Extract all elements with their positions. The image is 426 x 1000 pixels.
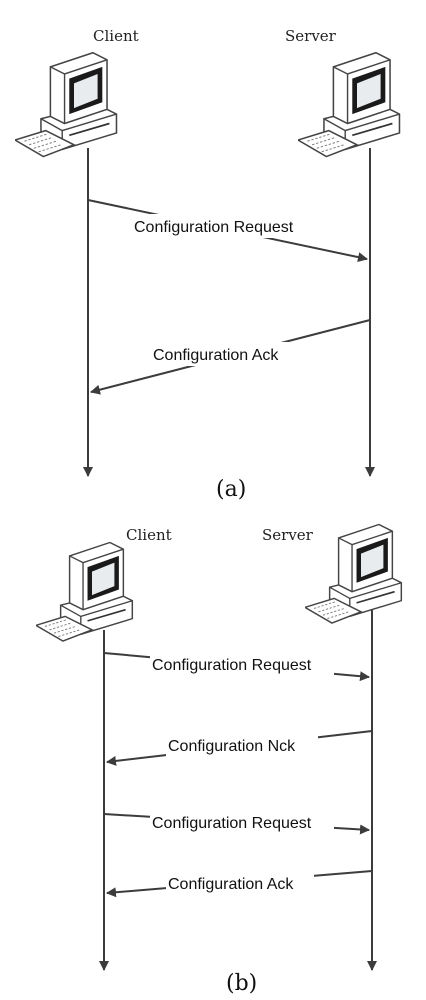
- message-label-bg: [166, 872, 314, 894]
- client-computer-icon-b: [36, 541, 134, 642]
- diagram-b: Client Server Configuration Request Conf…: [36, 523, 403, 996]
- client-label-a: Client: [93, 27, 139, 45]
- message-label-a-2: Configuration Ack: [153, 347, 279, 364]
- client-label-b: Client: [126, 526, 172, 544]
- message-label-a-1: Configuration Request: [134, 219, 294, 236]
- message-label-b-2: Configuration Nck: [168, 738, 296, 755]
- caption-b: (b): [226, 971, 257, 996]
- message-label-bg: [132, 214, 328, 238]
- message-label-bg: [150, 342, 306, 366]
- caption-a: (a): [216, 477, 246, 502]
- diagram-a: Client Server Configuration Request Conf…: [15, 27, 401, 502]
- message-label-b-4: Configuration Ack: [168, 876, 294, 893]
- server-computer-icon-a: [298, 51, 401, 158]
- client-computer-icon-a: [15, 51, 118, 158]
- server-computer-icon-b: [305, 523, 403, 624]
- message-label-bg: [166, 734, 318, 756]
- message-label-b-3: Configuration Request: [152, 815, 312, 832]
- message-label-bg: [150, 653, 334, 675]
- message-label-bg: [150, 811, 334, 833]
- server-label-b: Server: [262, 526, 314, 544]
- message-label-b-1: Configuration Request: [152, 657, 312, 674]
- server-label-a: Server: [285, 27, 337, 45]
